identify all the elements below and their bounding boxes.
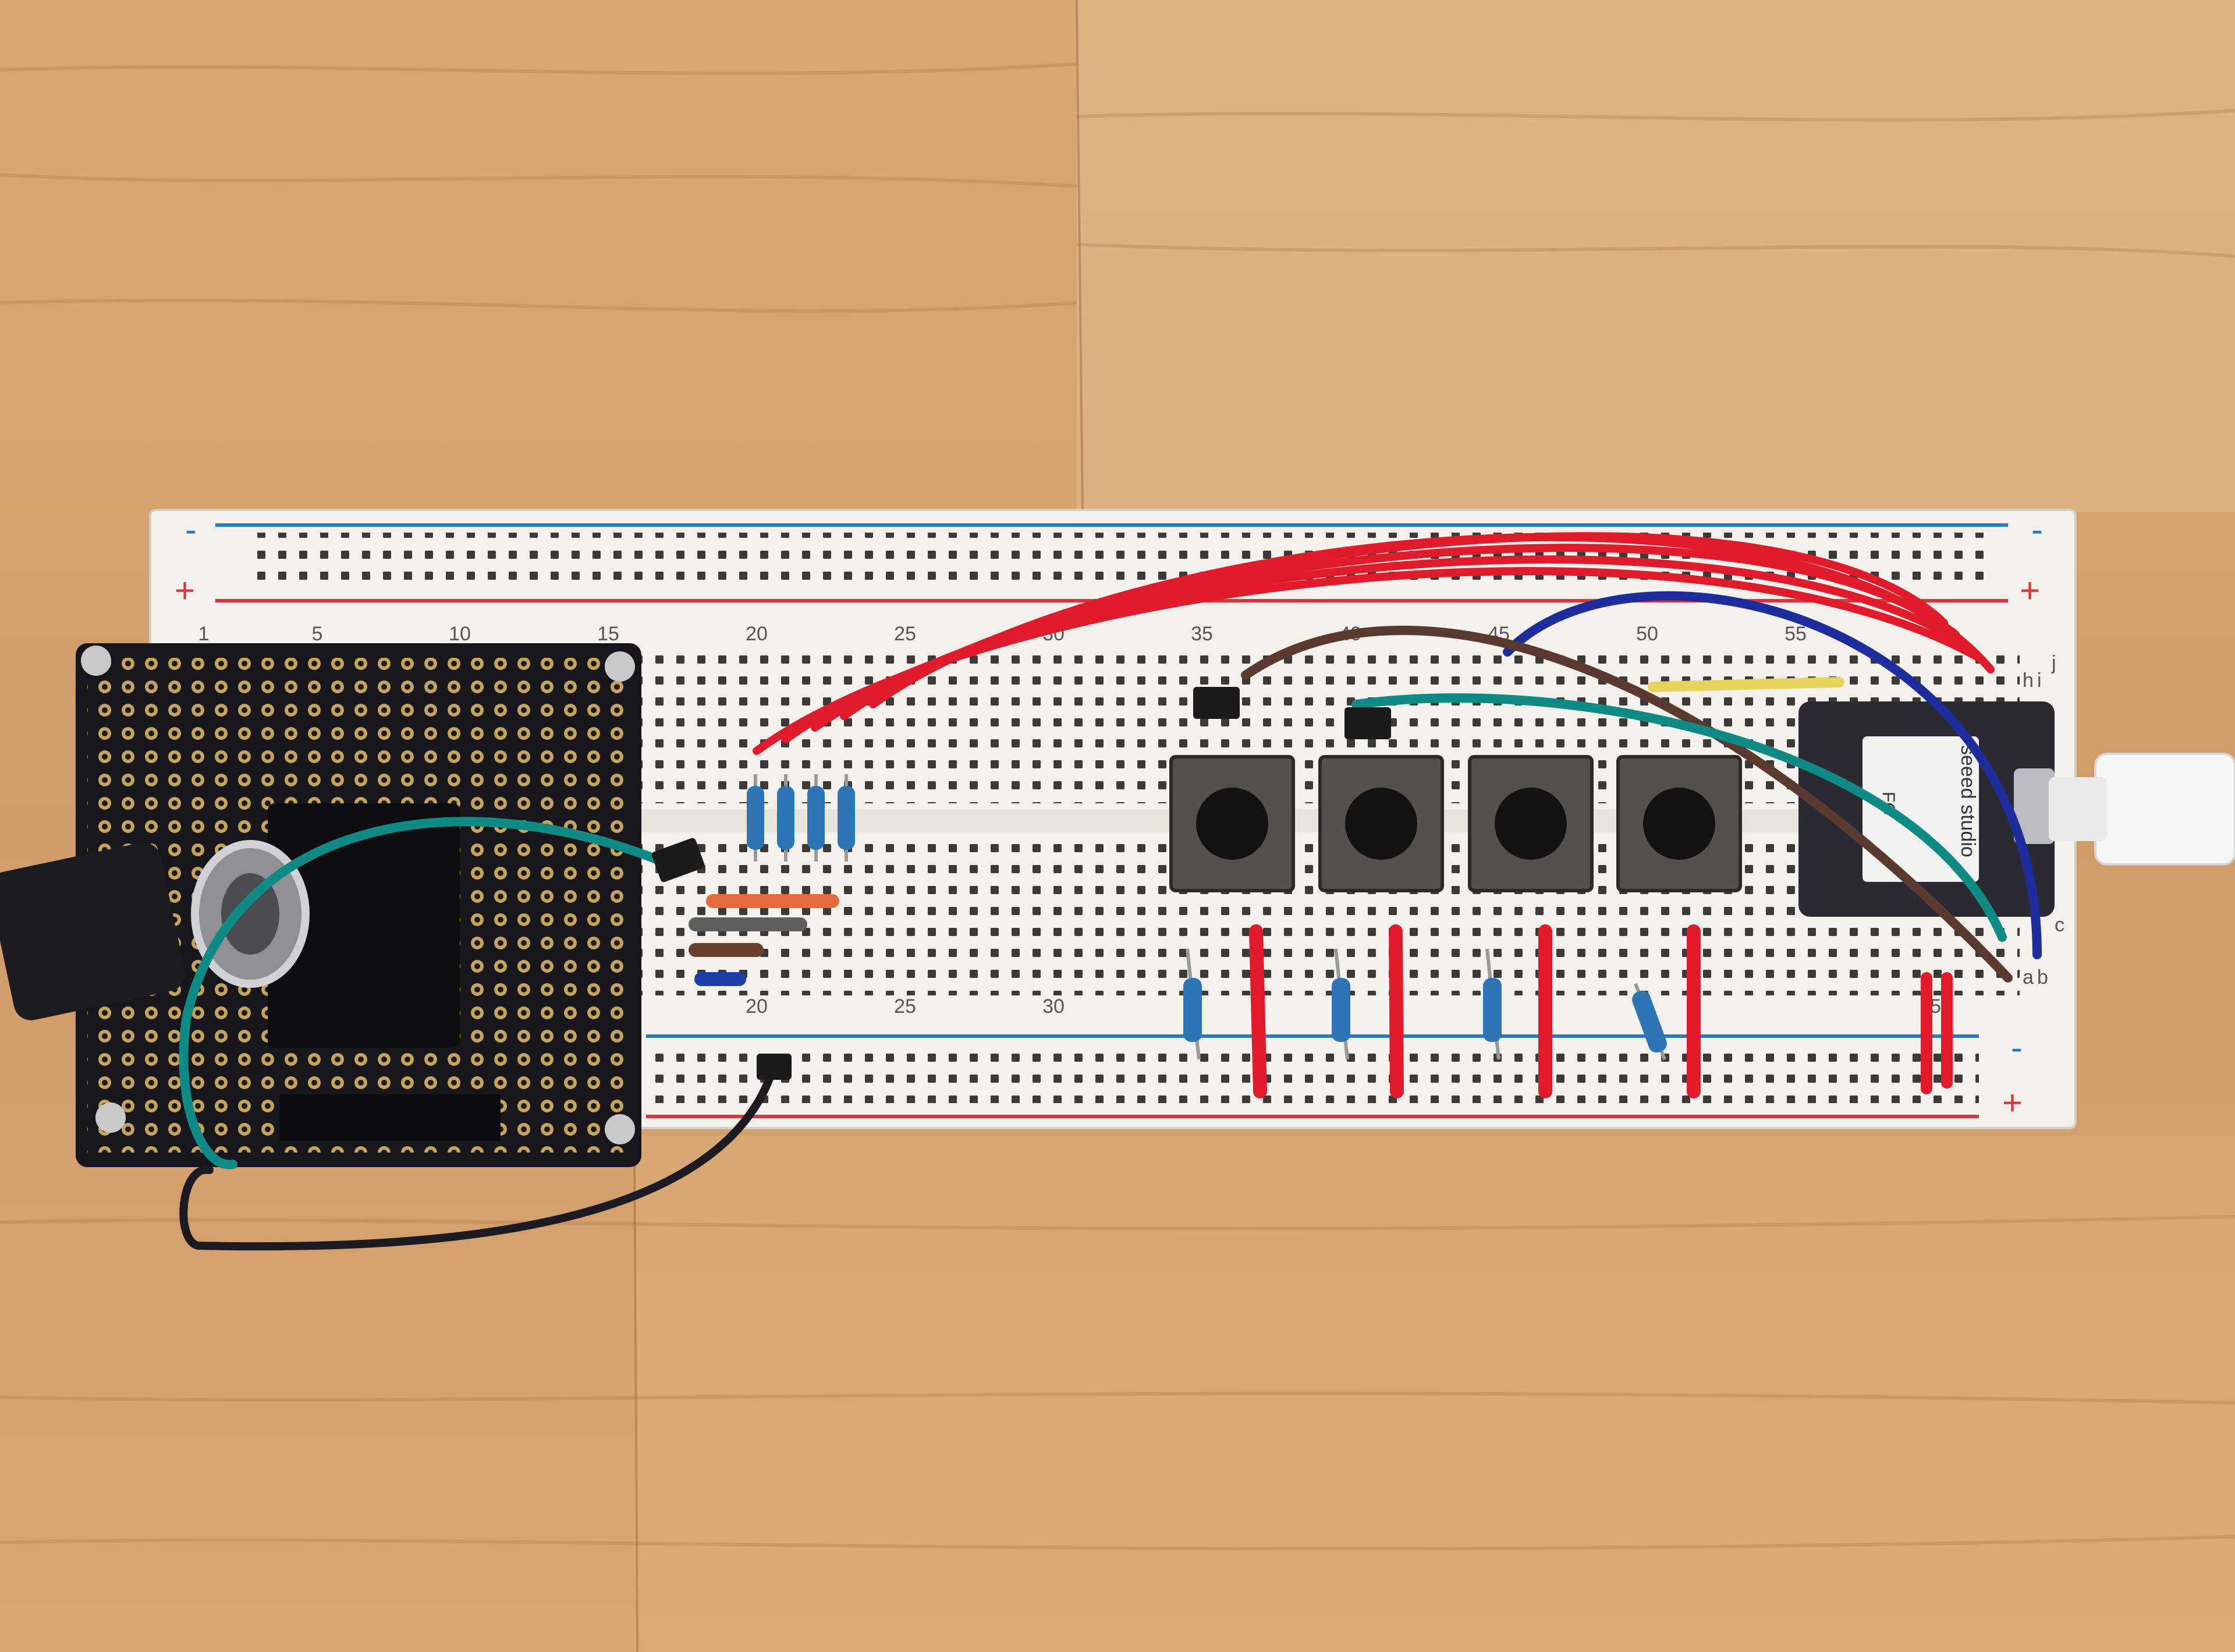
resistor [747, 774, 764, 862]
long-wires [179, 532, 2042, 1251]
bottom-rail-plus-label: + [2002, 1083, 2023, 1122]
teal-wire [179, 817, 674, 1169]
mounting-hole [95, 1102, 126, 1133]
row-letter: i [2037, 669, 2042, 692]
column-label: 20 [746, 995, 768, 1018]
bottom-rail-minus-label: - [2011, 1028, 2023, 1067]
column-label: 10 [449, 623, 471, 645]
push-button-4[interactable] [1616, 755, 1742, 892]
resistor [807, 774, 825, 862]
short-jumpers [689, 677, 1953, 1098]
column-label: 35 [1191, 623, 1213, 645]
usb-c-port[interactable] [2014, 768, 2055, 844]
resistor [1632, 983, 1667, 1061]
usb-cable [2094, 753, 2235, 866]
resistor-group-bottom [1183, 948, 1667, 1061]
pin-header [279, 1094, 501, 1141]
row-letter: c [2055, 914, 2064, 936]
mounting-hole [81, 646, 111, 676]
push-button-1[interactable] [1169, 755, 1295, 892]
rail-minus-label-right: - [2031, 510, 2043, 549]
rail-plus-label-right: + [2020, 571, 2040, 610]
black-wire [179, 1061, 778, 1251]
column-label: 1 [198, 623, 210, 645]
row-letter: j [2051, 652, 2056, 674]
red-wire [869, 533, 1995, 708]
column-label: 30 [1042, 995, 1065, 1018]
brand-label: seeed studio [1957, 745, 1979, 857]
resistor-group-top [747, 774, 855, 862]
brown-wire [1241, 625, 2013, 983]
row-letter: a [2023, 966, 2034, 988]
rail-plus-label: + [175, 571, 195, 610]
rail-minus-label: - [185, 510, 197, 549]
microcontroller-board: seeed studio FC [1798, 701, 2235, 917]
resistor [777, 774, 794, 862]
blue-wire [1503, 591, 2042, 959]
column-label: 20 [746, 623, 768, 645]
resistor [1332, 948, 1350, 1060]
mounting-hole [605, 651, 635, 682]
perfboard [0, 643, 641, 1167]
resistor [838, 774, 855, 862]
column-label: 25 [894, 995, 916, 1018]
row-letters: j i h c b a [2023, 652, 2064, 988]
bottom-power-rail: - + [646, 1028, 2023, 1122]
push-button-3[interactable] [1468, 755, 1594, 892]
row-letter: b [2037, 966, 2048, 988]
teal-wire [1351, 693, 2007, 942]
column-label: 50 [1636, 623, 1658, 645]
mounting-hole [605, 1114, 635, 1144]
resistor [1483, 948, 1502, 1060]
usb-plug [2049, 777, 2107, 841]
module-shield [1862, 736, 1979, 882]
column-label: 55 [1785, 623, 1807, 645]
red-jumper [1249, 924, 1267, 1098]
column-label: 5 [312, 623, 323, 645]
column-label: 15 [597, 623, 619, 645]
column-label: 25 [894, 623, 916, 645]
audio-cable [0, 842, 186, 1020]
red-jumper [1389, 924, 1404, 1098]
row-letter: h [2023, 669, 2034, 692]
push-buttons [1169, 755, 1742, 892]
push-button-2[interactable] [1318, 755, 1444, 892]
yellow-jumper [1648, 677, 1844, 692]
wire-connectors [651, 687, 1391, 1080]
resistor [1183, 948, 1202, 1060]
